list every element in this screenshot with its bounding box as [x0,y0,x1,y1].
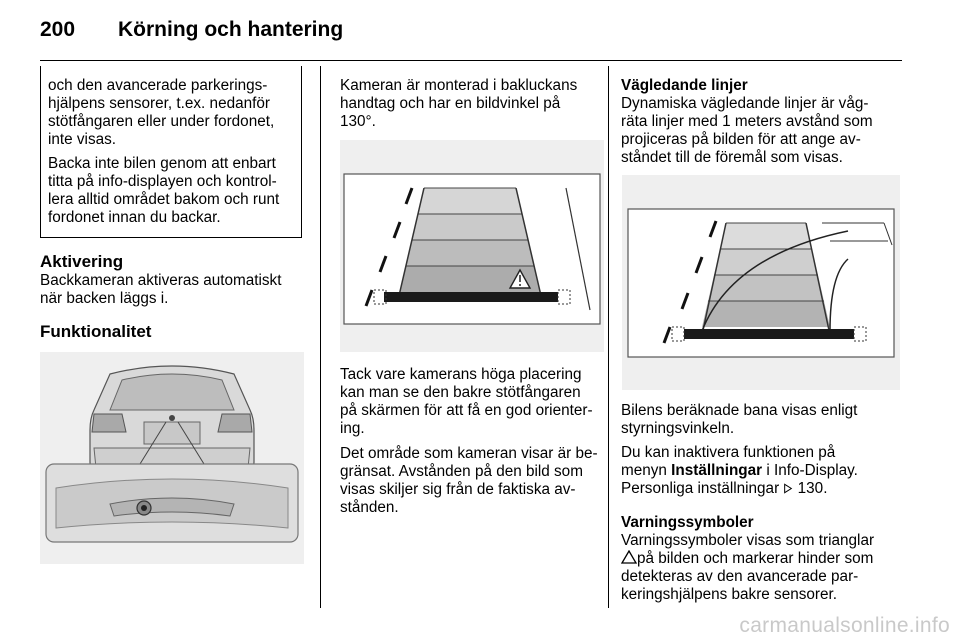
warning-box [40,66,302,238]
col3-varnings: Varningssymboler Varningssymboler visas … [621,514,875,603]
warning-paragraph: Backa inte bilen genom att enbart titta … [48,155,280,226]
menu-name: Inställningar [671,462,763,479]
watermark: carmanualsonline.info [739,614,950,637]
aktivering-text: Backkameran aktiveras automatiskt när ba… [40,272,282,307]
section-title-aktivering: Aktivering [40,252,124,271]
car-rear-camera-illustration [40,352,304,564]
section-title-funktionalitet: Funktionalitet [40,322,152,341]
page-header: 200 Körning och hantering [40,18,902,58]
page-number: 200 [40,18,76,41]
col2-paragraph: Det område som kameran visar är be- grän… [340,445,598,516]
camera-trajectory-illustration [622,175,900,390]
page-reference-icon [784,483,793,494]
warning-triangle-icon [621,550,637,564]
col3-inaktivera: Du kan inaktivera funktionen på menyn In… [621,444,858,497]
warning-paragraph: och den avancerade parkerings- hjälpens … [48,77,275,148]
page-title: Körning och hantering [118,18,344,41]
col3-vagledande: Vägledande linjer Dynamiska vägledande l… [621,77,873,166]
subsection-title: Vägledande linjer [621,77,748,94]
subsection-title: Varningssymboler [621,514,754,531]
col2-paragraph: Tack vare kamerans höga placering kan ma… [340,366,593,437]
column-divider [320,66,321,608]
column-divider [608,66,609,608]
camera-display-illustration [340,140,604,352]
col3-bana: Bilens beräknade bana visas enligt styrn… [621,402,858,437]
warning-text: och den avancerade parkerings- hjälpens … [48,77,298,233]
col2-intro: Kameran är monterad i bakluckans handtag… [340,77,578,130]
header-rule [40,60,902,61]
